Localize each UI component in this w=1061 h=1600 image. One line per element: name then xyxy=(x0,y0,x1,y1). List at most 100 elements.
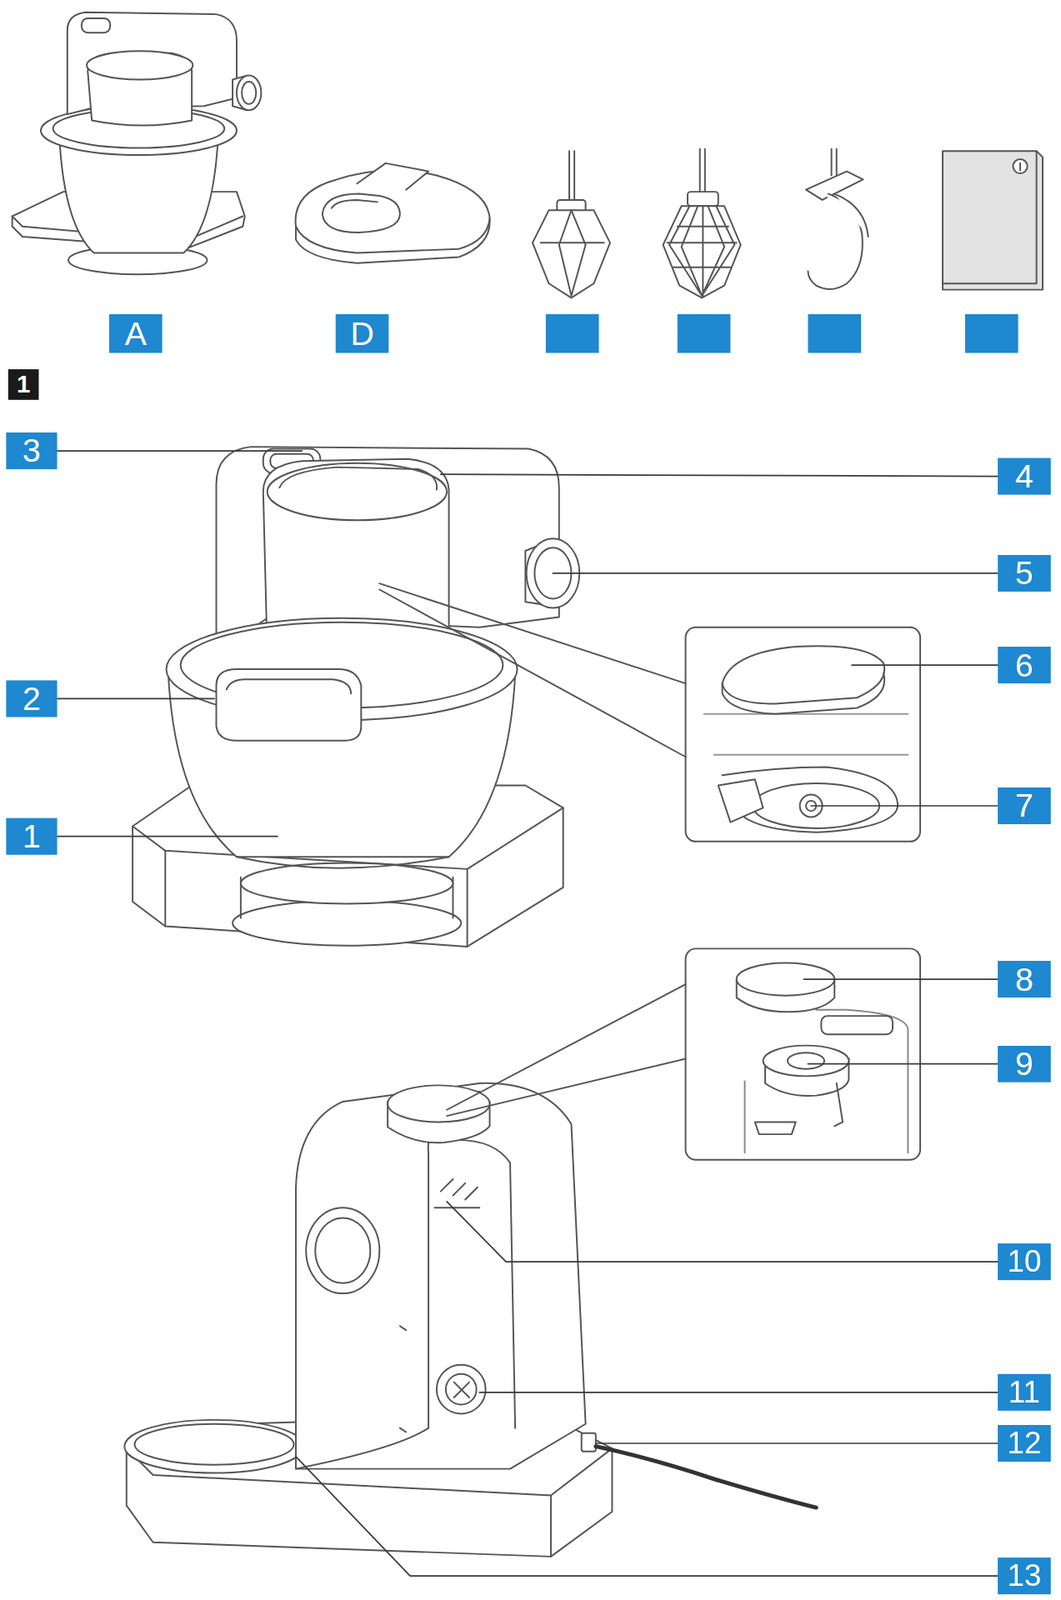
mixer-rear-view xyxy=(595,1446,816,1508)
callout-box: 4 xyxy=(997,458,1051,496)
mixer-rear-view xyxy=(436,1365,486,1415)
leader-line xyxy=(810,805,998,807)
mixer-rear-view xyxy=(581,1433,596,1452)
detail-inset xyxy=(722,645,886,704)
mixer-front-view xyxy=(132,446,580,947)
leader-line xyxy=(807,1063,998,1066)
leader-line xyxy=(804,978,999,981)
callout-box: 8 xyxy=(997,960,1051,998)
callout-number: 11 xyxy=(1008,1376,1041,1408)
callout-box: 7 xyxy=(997,787,1051,825)
callout-number: 5 xyxy=(1015,556,1034,590)
mixer-rear-view xyxy=(135,1424,295,1466)
instruction-booklet xyxy=(1012,159,1027,174)
mixer-rear-view xyxy=(305,1207,380,1294)
callout-box: A xyxy=(109,314,163,354)
mixer-thumbnail xyxy=(241,81,256,105)
callout-box: 9 xyxy=(997,1045,1051,1083)
callout-number: 2 xyxy=(22,682,41,716)
whisk xyxy=(667,205,737,296)
leader-line xyxy=(479,1391,998,1394)
leader-line xyxy=(295,1456,998,1577)
figure-number-box: 1 xyxy=(8,369,40,401)
callout-box: 1 xyxy=(5,818,57,856)
dough-hook xyxy=(805,149,869,290)
leader-line xyxy=(440,474,998,476)
callout-number: 7 xyxy=(1015,789,1034,822)
zoom-line xyxy=(379,589,686,757)
flat-beater xyxy=(540,210,605,296)
mixer-thumbnail xyxy=(12,12,262,276)
splash-guard xyxy=(331,200,378,209)
callout-box: 6 xyxy=(997,646,1051,684)
figure-number: 1 xyxy=(16,372,31,397)
mixer-rear-view xyxy=(454,1382,470,1398)
detail-inset xyxy=(685,627,921,842)
callout-number: A xyxy=(125,317,147,351)
detail-inset xyxy=(787,1052,825,1070)
callout-number: 1 xyxy=(22,820,41,853)
instruction-booklet xyxy=(1019,163,1021,171)
callout-number: 12 xyxy=(1007,1428,1042,1460)
mixer-rear-view xyxy=(387,1085,490,1122)
mixer-rear-view xyxy=(124,1420,304,1474)
whisk xyxy=(704,149,706,195)
empty-label-box xyxy=(677,314,731,354)
mixer-thumbnail xyxy=(86,50,193,80)
mixer-thumbnail xyxy=(236,75,261,111)
dough-hook xyxy=(835,149,838,176)
empty-label-box xyxy=(965,314,1019,354)
callout-box: 10 xyxy=(997,1243,1051,1281)
instruction-booklet xyxy=(942,150,1043,290)
whisk xyxy=(687,191,719,206)
flat-beater xyxy=(573,150,576,202)
callout-box: 5 xyxy=(997,555,1051,592)
leader-line xyxy=(57,450,999,1577)
mixer-rear-view xyxy=(428,1140,516,1429)
illustration xyxy=(12,12,1043,1577)
leader-line xyxy=(595,1442,998,1445)
flat-beater xyxy=(532,150,611,298)
callout-number: 10 xyxy=(1007,1246,1042,1278)
leader-line xyxy=(57,698,216,701)
mixer-rear-view xyxy=(434,1179,480,1208)
leader-line xyxy=(446,1201,998,1262)
mixer-front-view xyxy=(215,669,361,741)
empty-label-box xyxy=(545,314,1019,354)
detail-inset xyxy=(763,1045,850,1077)
callout-number: D xyxy=(350,317,374,351)
mixer-front-view xyxy=(226,679,351,694)
empty-label-box xyxy=(807,314,861,354)
instruction-booklet xyxy=(942,150,1043,290)
mixer-rear-view xyxy=(124,1083,816,1557)
callout-box: D xyxy=(335,314,390,354)
flat-beater xyxy=(568,150,571,202)
callout-number: 9 xyxy=(1015,1047,1034,1081)
callout-number: 3 xyxy=(22,434,41,467)
whisk xyxy=(663,205,741,298)
dough-hook xyxy=(834,194,868,237)
leader-line xyxy=(57,450,303,452)
empty-label-box xyxy=(545,314,600,354)
mixer-rear-view xyxy=(445,1374,477,1406)
mixer-rear-view xyxy=(400,1326,406,1432)
whisk xyxy=(699,149,701,195)
instruction-booklet xyxy=(942,150,1037,284)
detail-inset xyxy=(745,1010,909,1153)
mixer-thumbnail xyxy=(81,18,111,33)
mixer-rear-view xyxy=(295,1083,586,1470)
splash-guard xyxy=(295,163,491,264)
detail-inset xyxy=(718,779,764,822)
detail-inset xyxy=(820,1015,893,1035)
callout-number: 6 xyxy=(1015,648,1034,681)
callout-box: 12 xyxy=(997,1425,1051,1462)
flat-beater xyxy=(532,210,611,298)
detail-inset xyxy=(685,627,921,842)
zoom-line xyxy=(446,1059,686,1117)
leader-line xyxy=(57,835,278,838)
callout-number: 4 xyxy=(1015,460,1034,493)
mixer-front-view xyxy=(165,850,467,947)
leader-line xyxy=(851,664,998,666)
